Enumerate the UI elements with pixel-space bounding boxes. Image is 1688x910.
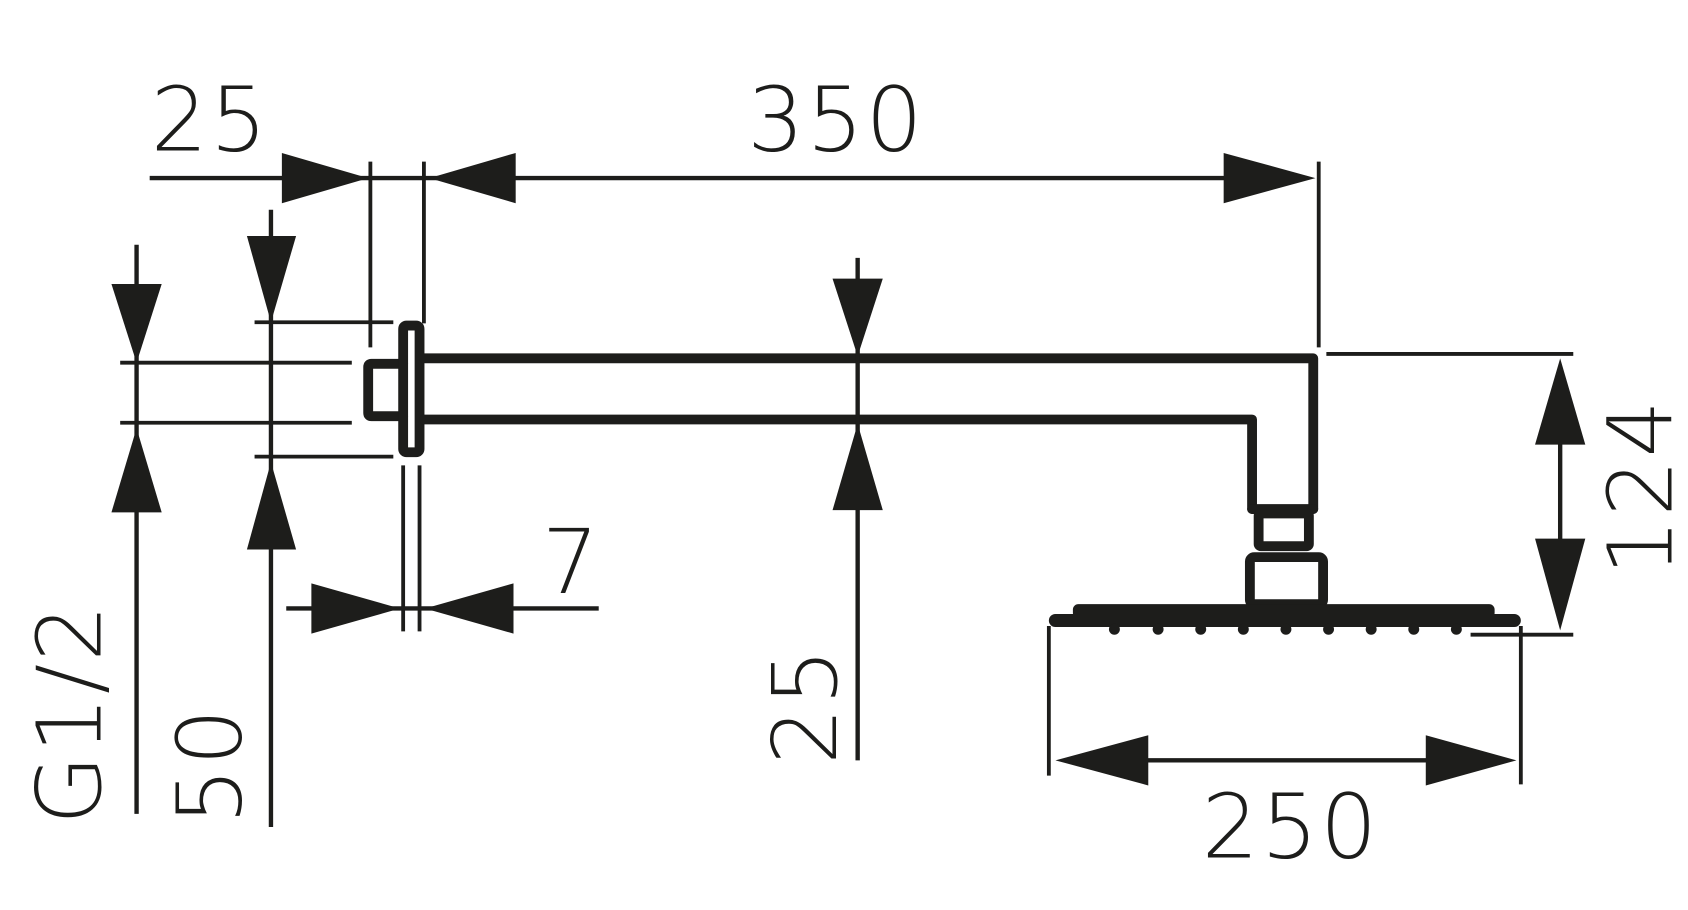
label-arm-section: 25 <box>754 646 858 764</box>
label-flange-diameter: 50 <box>158 706 262 824</box>
swivel-joint <box>1244 508 1329 610</box>
nozzle-row <box>1108 623 1462 635</box>
dimension-flange-diameter: 50 <box>158 209 394 827</box>
dimension-arm-length: 350 <box>513 69 1321 348</box>
label-flange-thickness: 7 <box>542 511 601 615</box>
dimension-head-width: 250 <box>1046 625 1523 880</box>
label-arm-length: 350 <box>747 69 925 173</box>
dimension-flange-depth: 25 <box>149 69 516 348</box>
label-thread: G1/2 <box>19 602 123 824</box>
label-head-width: 250 <box>1202 776 1380 880</box>
wall-fitting <box>363 320 425 458</box>
label-head-height: 124 <box>1590 398 1688 576</box>
label-flange-depth: 25 <box>151 69 269 173</box>
shower-head <box>1048 604 1521 635</box>
dimension-flange-thickness: 7 <box>286 465 601 634</box>
dimension-head-height: 124 <box>1326 352 1688 637</box>
dimension-thread: G1/2 <box>19 244 352 825</box>
dimension-arm-section: 25 <box>754 257 883 765</box>
